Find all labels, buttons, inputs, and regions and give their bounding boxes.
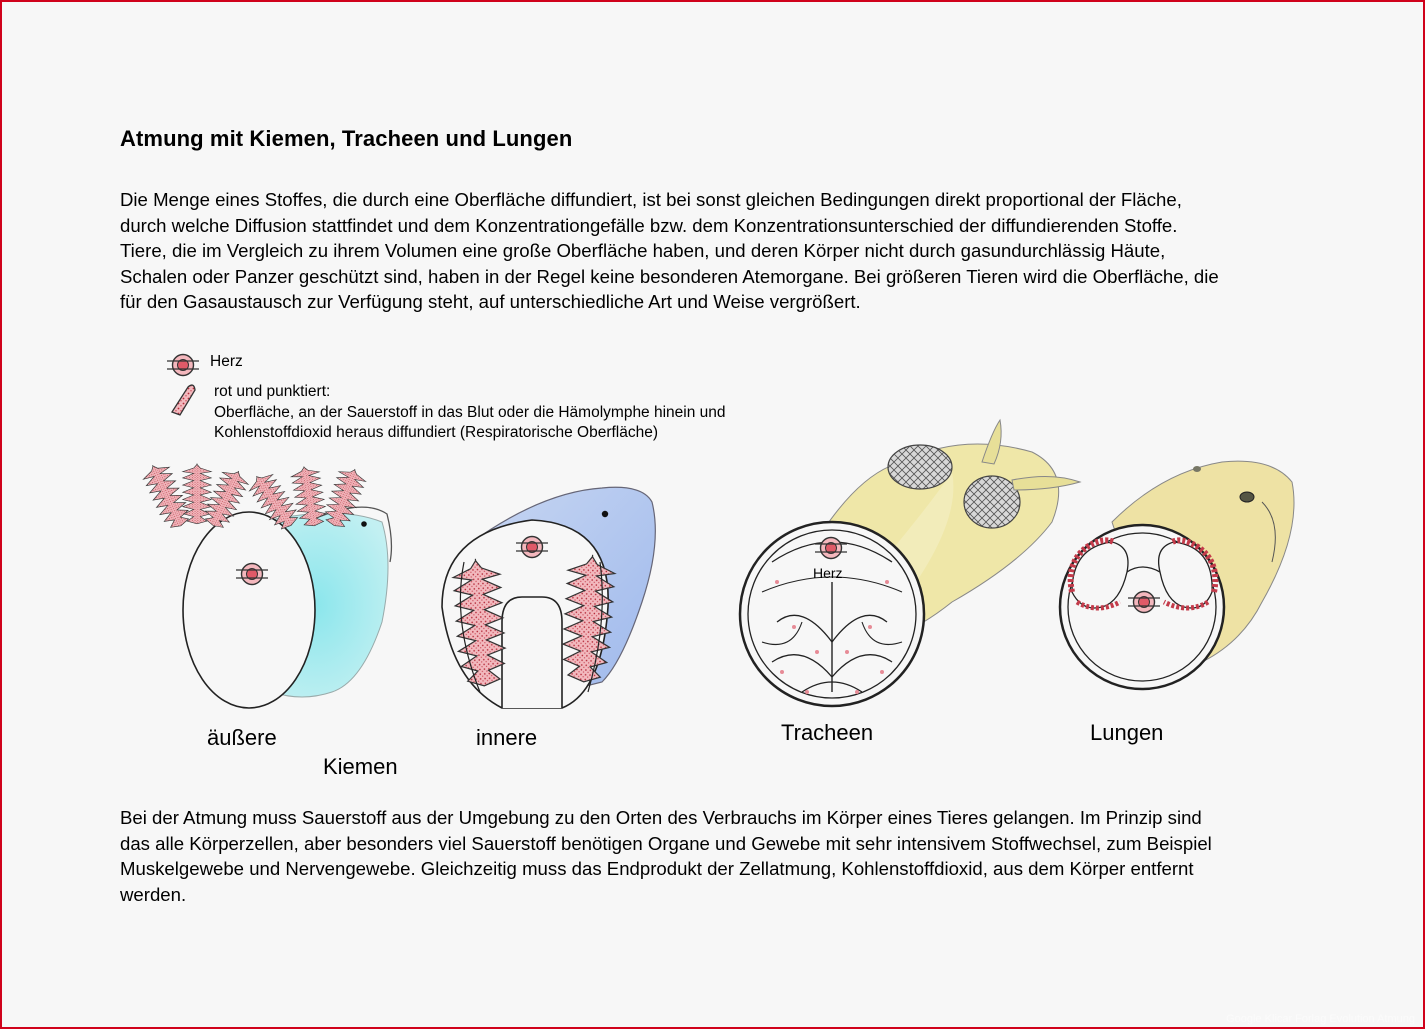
legend-respiratory-surface-icon: [171, 384, 196, 416]
intro-line: Tiere, die im Vergleich zu ihrem Volumen…: [120, 240, 1166, 262]
legend-line: Oberfläche, an der Sauerstoff in das Blu…: [214, 403, 726, 421]
trachea-herz-label: Herz: [813, 565, 843, 581]
intro-line: für den Gasaustausch zur Verfügung steht…: [120, 291, 861, 313]
label-external-gills: äußere: [207, 725, 277, 750]
tracheae-drawing: Herz: [738, 418, 1082, 708]
closing-line: Muskelgewebe und Nervengewebe. Gleichzei…: [120, 858, 1194, 880]
intro-line: Schalen oder Panzer geschützt sind, habe…: [120, 265, 1219, 287]
label-gills: Kiemen: [323, 754, 398, 779]
label-lungs: Lungen: [1090, 720, 1164, 745]
legend-respiratory-surface-text: rot und punktiert: Oberfläche, an der Sa…: [214, 382, 726, 444]
label-tracheae: Tracheen: [781, 720, 874, 745]
label-internal-gills: innere: [476, 725, 538, 750]
intro-paragraph: Die Menge eines Stoffes, die durch eine …: [120, 187, 1335, 315]
intro-line: Die Menge eines Stoffes, die durch eine …: [120, 189, 1182, 210]
closing-line: werden.: [120, 883, 187, 905]
lungs-drawing: [1058, 460, 1295, 691]
page-title: Atmung mit Kiemen, Tracheen und Lungen: [120, 126, 573, 151]
legend-line: Kohlenstoffdioxid heraus diffundiert (Re…: [214, 424, 659, 441]
external-gills-drawing: [139, 458, 393, 709]
closing-line: Bei der Atmung muss Sauerstoff aus der U…: [120, 807, 1202, 828]
intro-line: durch welche Diffusion stattfindet und d…: [120, 214, 1178, 236]
internal-gills-drawing: [441, 486, 656, 709]
closing-line: das alle Körperzellen, aber besonders vi…: [120, 832, 1212, 854]
legend-line: rot und punktiert:: [214, 383, 331, 400]
watermark-text: Google Klicar Forlag Evolution Atmung: [1226, 1013, 1415, 1025]
legend-herz-label: Herz: [210, 353, 243, 370]
closing-paragraph: Bei der Atmung muss Sauerstoff aus der U…: [120, 805, 1335, 907]
legend-heart-icon: [166, 353, 200, 377]
